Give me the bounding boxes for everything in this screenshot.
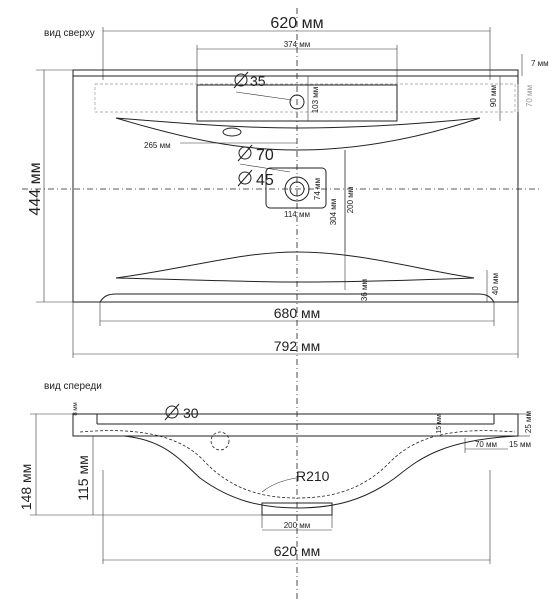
dia-70-label: 70	[256, 147, 274, 164]
dim-40: 40 мм	[491, 273, 500, 295]
drain-plate	[265, 167, 327, 209]
hidden-shelf	[94, 83, 516, 113]
bowl-rim-top	[115, 117, 481, 151]
dim-114: 114 мм	[284, 210, 310, 219]
dia-30-label: 30	[183, 405, 199, 421]
dim-265: 265 мм	[144, 141, 171, 150]
dim-680: 680 мм	[274, 305, 321, 321]
drain-inner	[289, 181, 305, 197]
dim-74: 74 мм	[313, 178, 322, 200]
overflow-circle	[210, 431, 230, 451]
basin-outline-top	[72, 69, 519, 303]
diameter-symbol	[234, 73, 248, 87]
dim-36: 36 мм	[360, 279, 369, 301]
dim-8-front: 8 мм	[73, 402, 79, 415]
dim-792: 792 мм	[274, 338, 321, 354]
bowl-hidden-profile	[79, 430, 516, 499]
dim-200-top: 200 мм	[346, 187, 355, 214]
dim-90: 90 мм	[489, 85, 498, 107]
front-view-title: вид спереди	[44, 381, 102, 392]
basin-slab-front	[72, 413, 519, 437]
dim-70-front: 70 мм	[475, 440, 497, 449]
top-view-title: вид сверху	[44, 28, 95, 39]
leader-line	[235, 91, 293, 101]
drain-outer	[284, 176, 310, 202]
bowl-profile	[123, 435, 519, 509]
overflow-hole	[222, 127, 242, 137]
bowl-rim-top-inner	[115, 117, 481, 129]
dim-444: 444 мм	[27, 162, 44, 215]
dim-7: 7 мм	[531, 59, 549, 68]
dim-15-inner: 15 мм	[436, 414, 443, 434]
dim-620-top: 620 мм	[270, 15, 323, 32]
bowl-rim-bottom	[115, 251, 475, 279]
bowl-rim-bottom-inner	[115, 277, 475, 283]
dim-25: 25 мм	[524, 411, 533, 433]
dim-70-grey: 70 мм	[525, 85, 534, 107]
front-edge	[99, 293, 495, 303]
dia-45-label: 45	[256, 172, 274, 189]
dim-15-front: 15 мм	[509, 440, 531, 449]
tap-deck	[196, 84, 398, 122]
radius-label: R210	[296, 468, 330, 484]
dim-115: 115 мм	[75, 455, 91, 500]
dim-620-front: 620 мм	[274, 543, 321, 559]
dim-374: 374 мм	[284, 40, 311, 49]
dim-304: 304 мм	[329, 199, 338, 226]
dim-148: 148 мм	[18, 464, 34, 511]
dim-200-front: 200 мм	[284, 521, 311, 530]
tap-hole	[289, 94, 305, 110]
dia-35-label: 35	[250, 73, 266, 89]
dim-103: 103 мм	[311, 87, 320, 114]
drain-block	[261, 502, 333, 516]
